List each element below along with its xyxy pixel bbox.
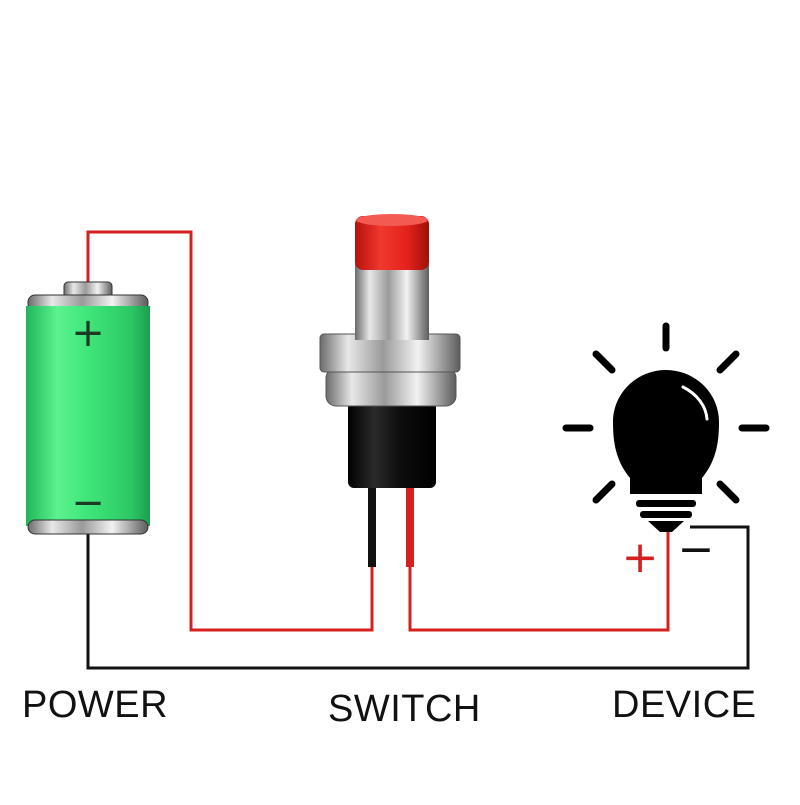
switch-lead-left — [368, 485, 376, 567]
push-button-switch — [319, 214, 461, 567]
device-negative-sign: − — [678, 524, 715, 575]
battery-negative-sign: − — [71, 480, 105, 526]
switch-label: SWITCH — [328, 688, 481, 730]
switch-washer — [325, 367, 457, 407]
switch-red-cap — [355, 216, 429, 270]
light-rays-icon — [562, 322, 770, 504]
power-label: POWER — [22, 684, 169, 726]
wire-battery-positive-to-switch — [86, 230, 374, 632]
device-positive-sign: + — [622, 532, 659, 583]
switch-lead-right — [406, 485, 414, 567]
bulb-highlight — [681, 385, 709, 421]
light-bulb-device: + − — [562, 322, 770, 583]
bulb-tip — [648, 521, 684, 532]
switch-cap-top — [356, 214, 428, 226]
bulb-base-ring-1 — [636, 500, 696, 507]
battery-body — [26, 306, 150, 526]
wire-switch-to-device-positive — [408, 530, 670, 632]
wire-device-negative-to-battery — [86, 525, 750, 670]
switch-black-body — [348, 402, 436, 488]
battery: + − — [26, 281, 150, 535]
switch-threaded-bushing — [355, 264, 429, 340]
bulb-base-ring-2 — [640, 511, 692, 518]
device-label: DEVICE — [612, 684, 757, 726]
battery-positive-sign: + — [71, 310, 105, 356]
battery-bottom-ring — [27, 519, 149, 535]
light-bulb-icon — [613, 370, 719, 494]
